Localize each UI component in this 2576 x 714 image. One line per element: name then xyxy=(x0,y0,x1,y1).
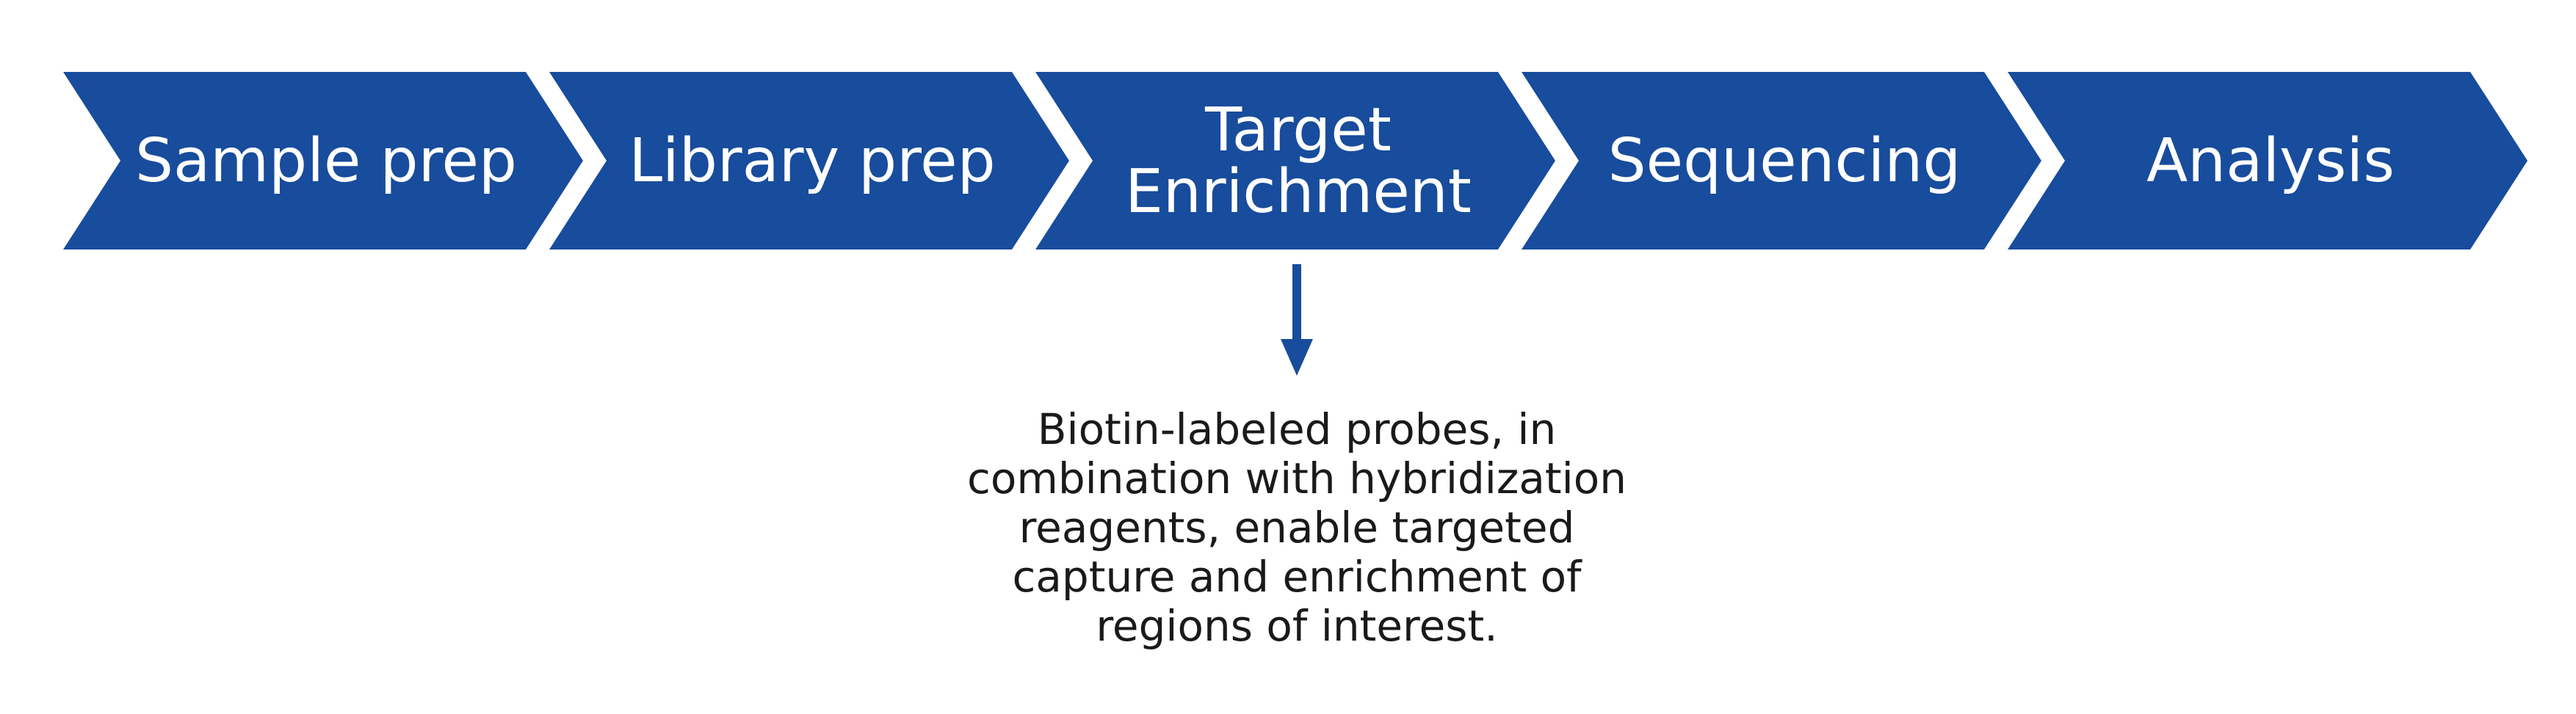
step-label: Analysis xyxy=(2146,126,2395,196)
step-label: Enrichment xyxy=(1125,157,1472,227)
description-line: reagents, enable targeted xyxy=(1019,503,1575,553)
target-enrichment-description: Biotin-labeled probes, in combination wi… xyxy=(930,405,1664,651)
description-line: combination with hybridization xyxy=(966,453,1627,503)
step-library-prep: Library prep xyxy=(549,72,1069,249)
down-arrow-icon xyxy=(1281,264,1313,376)
step-label: Sample prep xyxy=(135,126,517,196)
description-line: Biotin-labeled probes, in xyxy=(1037,404,1557,454)
description-line: capture and enrichment of xyxy=(1012,552,1582,602)
step-chevron-shape xyxy=(549,72,1069,249)
arrow-head xyxy=(1281,339,1313,376)
step-chevron-shape xyxy=(1035,72,1555,249)
description-line: regions of interest. xyxy=(1096,601,1498,651)
step-label: Target xyxy=(1204,95,1392,165)
step-sequencing: Sequencing xyxy=(1522,72,2041,249)
step-chevron-shape xyxy=(2008,72,2528,249)
step-label: Library prep xyxy=(629,126,995,196)
step-label: Sequencing xyxy=(1608,126,1961,196)
step-analysis: Analysis xyxy=(2008,72,2528,249)
step-sample-prep: Sample prep xyxy=(63,72,583,249)
step-chevron-shape xyxy=(1522,72,2041,249)
step-chevron-shape xyxy=(63,72,583,249)
